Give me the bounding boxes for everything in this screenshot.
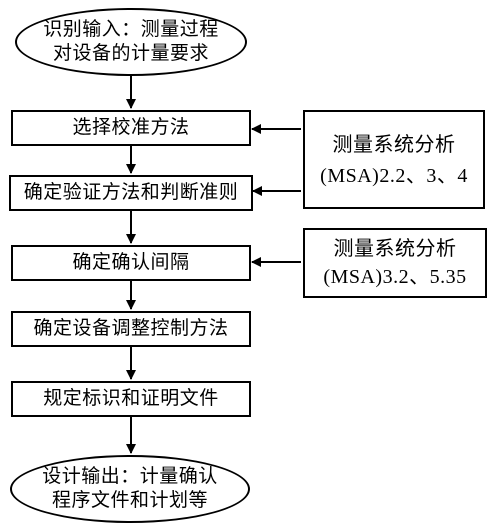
process-step-confirmation-interval: 确定确认间隔	[11, 245, 251, 281]
process-step-label: 确定验证方法和判断准则	[23, 181, 239, 204]
start-terminal: 识别输入：测量过程 对设备的计量要求	[15, 8, 247, 76]
reference-box-sections: (MSA)2.2、3、4	[320, 164, 468, 187]
process-step-label: 选择校准方法	[72, 116, 190, 139]
start-terminal-line2: 对设备的计量要求	[52, 42, 209, 64]
end-terminal-line2: 程序文件和计划等	[51, 489, 208, 511]
process-step-adjustment-control: 确定设备调整控制方法	[11, 311, 251, 347]
reference-box-msa-1: 测量系统分析 (MSA)2.2、3、4	[303, 110, 485, 209]
reference-box-title: 测量系统分析	[332, 131, 456, 156]
reference-box-msa-2: 测量系统分析 (MSA)3.2、5.35	[303, 228, 487, 298]
process-step-select-calibration: 选择校准方法	[11, 110, 251, 146]
end-terminal: 设计输出：计量确认 程序文件和计划等	[10, 455, 250, 523]
process-step-verification-criteria: 确定验证方法和判断准则	[9, 175, 253, 211]
reference-box-title: 测量系统分析	[333, 236, 457, 260]
end-terminal-line1: 设计输出：计量确认	[42, 465, 218, 488]
process-step-identification-documents: 规定标识和证明文件	[11, 381, 251, 417]
process-step-label: 确定确认间隔	[72, 251, 190, 274]
reference-box-sections: (MSA)3.2、5.35	[323, 266, 467, 288]
process-step-label: 规定标识和证明文件	[43, 387, 219, 410]
process-step-label: 确定设备调整控制方法	[33, 317, 229, 340]
start-terminal-line1: 识别输入：测量过程	[43, 18, 219, 41]
